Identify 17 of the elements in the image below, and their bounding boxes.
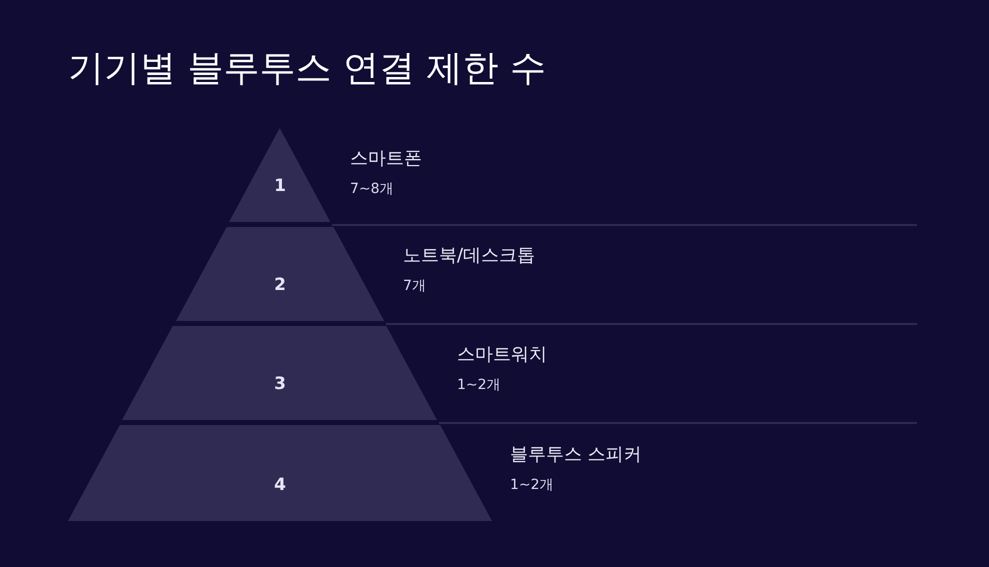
connection-count: 7~8개 (350, 180, 394, 198)
tier-number: 1 (274, 176, 286, 196)
connection-count: 1~2개 (457, 376, 501, 394)
device-name: 노트북/데스크톱 (403, 244, 536, 267)
title: 기기별 블루투스 연결 제한 수 (68, 47, 546, 91)
pyramid-tier (68, 425, 492, 521)
device-name: 스마트워치 (457, 343, 547, 366)
tier-number: 2 (274, 275, 286, 296)
pyramid-tier (122, 326, 438, 420)
connection-count: 7개 (403, 277, 426, 295)
tier-number: 3 (274, 374, 286, 394)
device-name: 스마트폰 (350, 147, 422, 170)
pyramid-tier (176, 227, 384, 321)
connection-count: 1~2개 (510, 476, 554, 494)
tier-number: 4 (274, 474, 286, 495)
pyramid-tier (229, 128, 331, 222)
device-name: 블루투스 스피커 (510, 443, 642, 466)
